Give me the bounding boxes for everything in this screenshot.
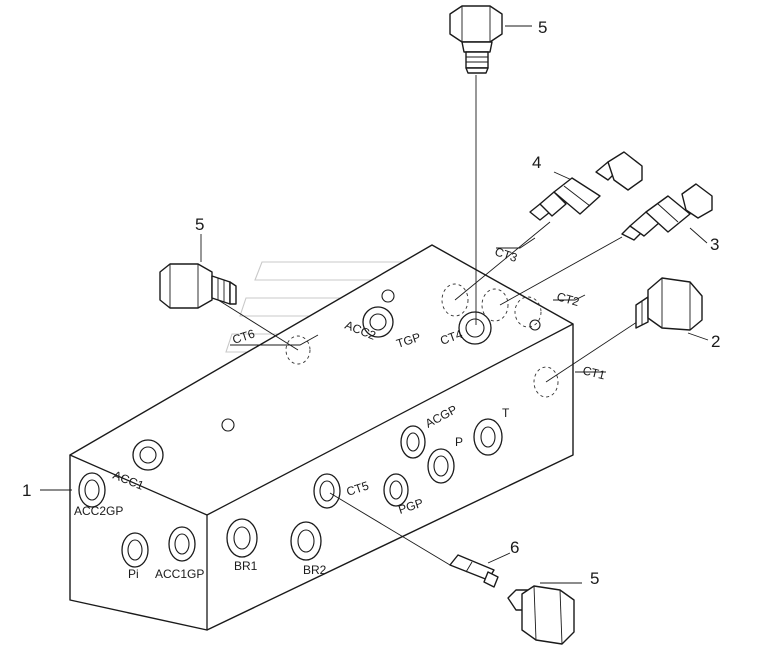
label-ct6: CT6 — [231, 326, 257, 346]
callout-1: 1 — [22, 481, 31, 500]
port-br1 — [226, 518, 258, 558]
plug-right — [635, 277, 703, 331]
port-p — [427, 448, 455, 484]
port-pgp — [383, 473, 409, 507]
callout-6: 6 — [510, 538, 519, 557]
plug-top — [449, 5, 503, 74]
leader-lines — [40, 25, 709, 584]
label-ct2: CT2 — [555, 289, 581, 309]
label-ct5: CT5 — [345, 478, 371, 498]
sensor-3 — [621, 183, 713, 241]
callout-5-top: 5 — [538, 18, 547, 37]
callout-4: 4 — [532, 153, 541, 172]
callout-5-bottom: 5 — [590, 569, 599, 588]
port-acc1 — [132, 439, 164, 471]
port-acgp — [400, 425, 426, 459]
label-br2: BR2 — [303, 563, 327, 577]
port-ct4 — [458, 311, 492, 345]
label-acc2gp: ACC2GP — [74, 504, 123, 518]
callout-2: 2 — [711, 332, 720, 351]
label-ct3: CT3 — [493, 245, 519, 265]
plug-left — [159, 263, 237, 309]
top-hole — [381, 289, 395, 303]
label-ct1: CT1 — [581, 363, 607, 382]
pin — [449, 554, 499, 588]
port-acc1gp — [168, 526, 196, 562]
label-pi: Pi — [128, 567, 139, 581]
port-acc2gp — [78, 472, 106, 508]
callout-3: 3 — [710, 235, 719, 254]
port-acc2 — [362, 306, 394, 338]
label-acc1gp: ACC1GP — [155, 567, 204, 581]
callout-5-left: 5 — [195, 215, 204, 234]
top-hole — [221, 418, 235, 432]
plug-bottom — [507, 585, 575, 645]
label-br1: BR1 — [234, 559, 258, 573]
port-br2 — [290, 521, 322, 561]
port-pi — [121, 532, 149, 568]
label-t: T — [502, 406, 510, 420]
sensor-4 — [529, 151, 643, 221]
port-ct5 — [313, 473, 341, 509]
port-t — [473, 418, 503, 456]
manifold-block — [69, 244, 574, 631]
label-p: P — [455, 435, 463, 449]
